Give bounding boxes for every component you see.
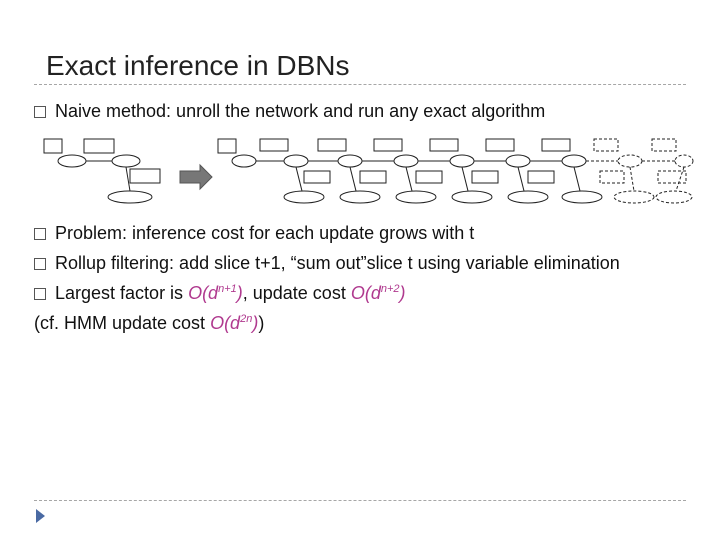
slide-title: Exact inference in DBNs (46, 50, 350, 81)
complexity-expression: O(d2n) (210, 313, 258, 333)
bullet-text: Naive method: unroll the network and run… (55, 101, 546, 121)
expr-base: O(d (350, 283, 381, 303)
square-bullet-icon (34, 258, 46, 270)
expr-base: O(d (210, 313, 241, 333)
complexity-expression: O(dn+2) (351, 283, 406, 303)
bullet-rollup-filtering: Rollup filtering: add slice t+1, “sum ou… (34, 253, 620, 274)
square-bullet-icon (34, 106, 46, 118)
expr-exponent: n+2 (380, 283, 400, 295)
bullet-text: Rollup filtering: add slice t+1, “sum ou… (55, 253, 620, 273)
bullet-problem: Problem: inference cost for each update … (34, 223, 474, 244)
unrolled-network-figure (43, 138, 694, 204)
note-prefix: (cf. HMM update cost (34, 313, 211, 333)
complexity-expression: O(dn+1) (188, 283, 243, 303)
bullet-naive-method: Naive method: unroll the network and run… (34, 101, 545, 122)
hmm-comparison-note: (cf. HMM update cost O(d2n)) (34, 313, 264, 334)
bottom-divider (34, 500, 686, 501)
top-divider (34, 84, 686, 85)
expr-close: ) (399, 283, 406, 303)
square-bullet-icon (34, 288, 46, 300)
bullet-text: Problem: inference cost for each update … (55, 223, 475, 243)
square-bullet-icon (34, 228, 46, 240)
note-suffix: ) (258, 313, 265, 333)
expr-base: O(d (188, 283, 219, 303)
nav-arrow-icon[interactable] (36, 509, 45, 523)
expr-close: ) (236, 283, 243, 303)
expr-exponent: n+1 (218, 283, 237, 295)
expr-close: ) (252, 313, 259, 333)
bullet-middle: , update cost (242, 283, 351, 303)
bullet-prefix: Largest factor is (55, 283, 189, 303)
bullet-largest-factor: Largest factor is O(dn+1), update cost O… (34, 283, 406, 304)
expr-exponent: 2n (240, 313, 253, 325)
